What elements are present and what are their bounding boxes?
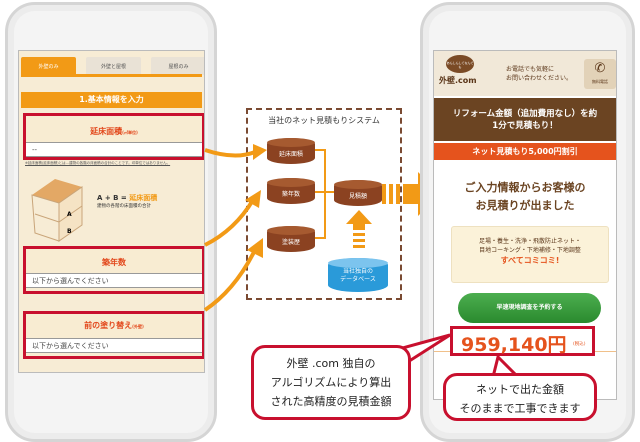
algorithm-callout: 外壁 .com 独自のアルゴリズムにより算出された高精度の見積金額 [251, 345, 411, 420]
algorithm-callout-line-1: 外壁 .com 独自の [286, 357, 376, 370]
input-arrows [203, 144, 267, 312]
database-line-2: データベース [340, 276, 376, 283]
house-label-a: A [67, 211, 72, 218]
banner: リフォーム金額（追加費用なし）を約 1分で見積もり！ [434, 98, 616, 141]
previous-repaint-sub: (外壁) [132, 324, 144, 329]
contact-text: お電話でも気軽にお問い合わせください。 [506, 65, 572, 83]
house-label-b: B [67, 228, 72, 235]
estimate-price: 959,140円 [461, 334, 567, 356]
price-callout-line-2: そのままで工事できます [459, 402, 581, 415]
price-callout-line-1: ネットで出た金額 [476, 383, 564, 396]
contact-line-1: お電話でも気軽に [506, 66, 555, 73]
db-estimate-label: 見積額 [348, 192, 367, 200]
previous-repaint-label: 前の塗り替え [84, 321, 133, 330]
previous-repaint-field: 前の塗り替え(外壁) 以下から選んでください [23, 311, 204, 359]
banner-line-2: 1分で見積もり！ [492, 121, 558, 131]
reserve-survey-button[interactable]: 早速現地調査を予約する [458, 293, 601, 323]
tab-underline [21, 74, 202, 77]
floor-area-input[interactable]: -- [26, 142, 202, 157]
included-highlight: すべてコミコミ! [500, 256, 560, 265]
db-building-age-label: 築年数 [281, 190, 300, 198]
price-callout: ネットで出た金額そのままで工事できます [443, 373, 597, 421]
system-title: 当社のネット見積もりシステム [268, 116, 380, 125]
formula-text: A + B = [97, 194, 130, 202]
headline-line-1: ご入力情報からお客様の [464, 181, 586, 194]
logo[interactable]: 外壁.com [439, 76, 477, 85]
db-building-age: 築年数 [267, 178, 315, 204]
estimation-system-box [246, 108, 402, 300]
free-call-button[interactable]: ✆ 無料電話 [584, 59, 616, 89]
formula-highlight: 延床面積 [129, 194, 158, 202]
phone-icon: ✆ [594, 61, 606, 76]
estimate-form-screen: 外壁のみ 外壁と屋根 屋根のみ 1.基本情報を入力 延床面積(㎡単位) -- ※… [18, 50, 205, 373]
estimate-price-box: 959,140円 (税込) [450, 326, 595, 356]
previous-repaint-select[interactable]: 以下から選んでください [26, 338, 202, 353]
formula-description: 建物の各階の床面積の合計 [97, 204, 151, 209]
banner-line-1: リフォーム金額（追加費用なし）を約 [452, 109, 598, 119]
headline-line-2: お見積りが出ました [475, 199, 575, 212]
logo-bubble: あんしんしてなんでも [446, 55, 474, 73]
result-headline: ご入力情報からお客様のお見積りが出ました [434, 179, 616, 215]
db-floor-area-label: 延床面積 [278, 150, 303, 158]
building-age-select[interactable]: 以下から選んでください [26, 273, 202, 288]
tab-exterior-and-roof[interactable]: 外壁と屋根 [86, 57, 141, 75]
tax-included-label: (税込) [573, 342, 586, 347]
contact-line-2: お問い合わせください。 [506, 75, 573, 82]
building-age-field: 築年数 以下から選んでください [23, 246, 204, 294]
db-paint-history: 塗装歴 [267, 226, 315, 252]
formula: A + B = 延床面積 [97, 193, 157, 203]
tab-roof-only[interactable]: 屋根のみ [151, 57, 204, 75]
db-floor-area: 延床面積 [267, 138, 315, 164]
algorithm-callout-line-3: された高精度の見積金額 [270, 395, 392, 408]
included-line-1: 足場・養生・洗浄・飛散防止ネット・ [478, 238, 581, 245]
db-estimate: 見積額 [334, 180, 382, 206]
floor-area-unit: (㎡単位) [122, 130, 138, 135]
floor-area-note: ※延床面積(延床面積)とは…建物の各階の床面積の合計のことです。坪単位ではありま… [25, 161, 171, 165]
up-arrow-icon [346, 210, 372, 248]
algorithm-callout-line-2: アルゴリズムにより算出 [270, 376, 392, 389]
floor-area-label: 延床面積 [90, 127, 123, 136]
tab-exterior-only[interactable]: 外壁のみ [21, 57, 76, 75]
discount-bar: ネット見積もり5,000円割引 [434, 143, 616, 160]
floor-area-field: 延床面積(㎡単位) -- [23, 113, 204, 160]
section-title: 1.基本情報を入力 [21, 92, 202, 108]
free-call-label: 無料電話 [592, 79, 608, 84]
database-top [328, 258, 388, 268]
included-line-2: 目地コーキング・下地補修・下地調整 [479, 247, 581, 254]
db-paint-history-label: 塗装歴 [281, 238, 300, 246]
included-items-box: 足場・養生・洗浄・飛散防止ネット・目地コーキング・下地補修・下地調整すべてコミコ… [451, 226, 609, 283]
house-illustration: A B [31, 179, 83, 242]
building-age-label: 築年数 [102, 258, 126, 267]
database-line-1: 当社独自の [342, 268, 373, 275]
